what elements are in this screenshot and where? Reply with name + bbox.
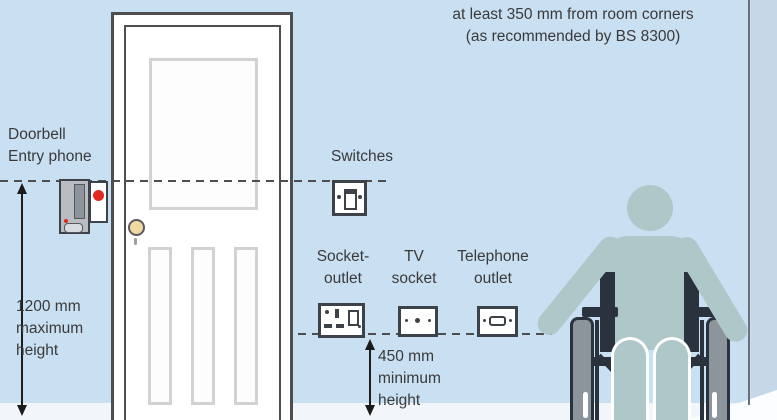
wheelchair-wheel-left: [570, 317, 594, 420]
max-height-arrow-up: [17, 183, 27, 194]
min-height-arrow-line: [369, 348, 371, 407]
tv-screw-right: [428, 319, 431, 322]
door-panel-upper: [149, 58, 258, 210]
wheelchair-armrest-left: [582, 307, 618, 317]
entry-phone-screen: [74, 184, 85, 219]
min-height-arrow-up: [365, 339, 375, 350]
door-panel-lower-right: [234, 247, 258, 405]
phone-label-line2: outlet: [474, 270, 512, 287]
max-height-dimension: 1200 mm maximum height: [16, 296, 83, 362]
light-switch-icon: [332, 180, 367, 216]
min-height-word2: height: [378, 392, 421, 409]
max-height-arrow-down: [17, 405, 27, 416]
doorbell-label-line2: Entry phone: [8, 148, 92, 165]
tv-socket-label: TV socket: [387, 246, 441, 290]
doorbell-red-button: [93, 190, 104, 201]
door-keyhole: [134, 238, 137, 245]
note-line-2: (as recommended by BS 8300): [465, 28, 681, 45]
entry-phone-led: [64, 219, 68, 223]
socket-outlet-label: Socket- outlet: [311, 246, 375, 290]
wheelchair-backrest-right: [684, 272, 699, 352]
door-panel-lower-middle: [191, 247, 215, 405]
min-height-dimension: 450 mm minimum height: [378, 346, 441, 412]
wheelchair-frame-tube-right: [700, 320, 704, 420]
doorbell-label: Doorbell Entry phone: [8, 124, 92, 168]
min-height-arrow-down: [365, 405, 375, 416]
socket-pin-dot: [325, 310, 329, 314]
socket-screw: [358, 325, 361, 328]
wheel-rim-highlight-left: [583, 392, 588, 418]
switch-screw-left: [337, 195, 341, 199]
doorbell-button-icon: [89, 181, 108, 223]
uk-socket-outlet-icon: [318, 303, 365, 338]
max-height-arrow-line: [21, 192, 23, 407]
telephone-outlet-label: Telephone outlet: [452, 246, 534, 290]
phone-label-line1: Telephone: [457, 248, 529, 265]
door-panel-lower-left: [148, 247, 172, 405]
tv-socket-icon: [398, 306, 438, 337]
tv-coax-connector: [415, 318, 420, 323]
socket-earth-slot: [335, 309, 339, 318]
adjacent-wall: [751, 0, 777, 403]
person-head: [627, 185, 673, 231]
note-line-1: at least 350 mm from room corners: [452, 6, 694, 23]
entry-phone-icon: [59, 179, 90, 234]
phone-jack-slot: [489, 316, 506, 326]
switch-rocker: [344, 189, 357, 210]
person-leg-right: [653, 337, 691, 420]
max-height-value: 1200 mm: [16, 298, 81, 315]
max-height-word2: height: [16, 342, 59, 359]
entry-phone-speaker: [64, 223, 83, 233]
phone-screw-left: [483, 319, 486, 322]
min-height-value: 450 mm: [378, 348, 434, 365]
room-corner-line: [748, 0, 750, 405]
max-height-datum-line: [0, 180, 386, 182]
socket-label-line1: Socket-: [316, 248, 370, 265]
socket-switch: [348, 310, 359, 326]
switches-label: Switches: [331, 148, 394, 165]
min-height-word1: minimum: [378, 370, 441, 387]
door-knob: [128, 219, 145, 236]
room-corner-note: at least 350 mm from room corners (as re…: [408, 4, 738, 48]
tv-label-line2: socket: [391, 270, 437, 287]
socket-pin-bar-right: [336, 324, 344, 328]
wheel-rim-highlight-right: [712, 392, 717, 418]
tv-label-line1: TV: [404, 248, 424, 265]
wheelchair-frame-tube-left: [595, 320, 599, 420]
switch-screw-right: [358, 195, 362, 199]
tv-screw-left: [405, 319, 408, 322]
person-leg-left: [611, 337, 649, 420]
telephone-outlet-icon: [477, 306, 518, 337]
doorbell-label-line1: Doorbell: [8, 126, 66, 143]
max-height-word1: maximum: [16, 320, 84, 337]
socket-label-line2: outlet: [324, 270, 362, 287]
phone-screw-right: [509, 319, 512, 322]
socket-pin-bar-left: [324, 324, 332, 328]
